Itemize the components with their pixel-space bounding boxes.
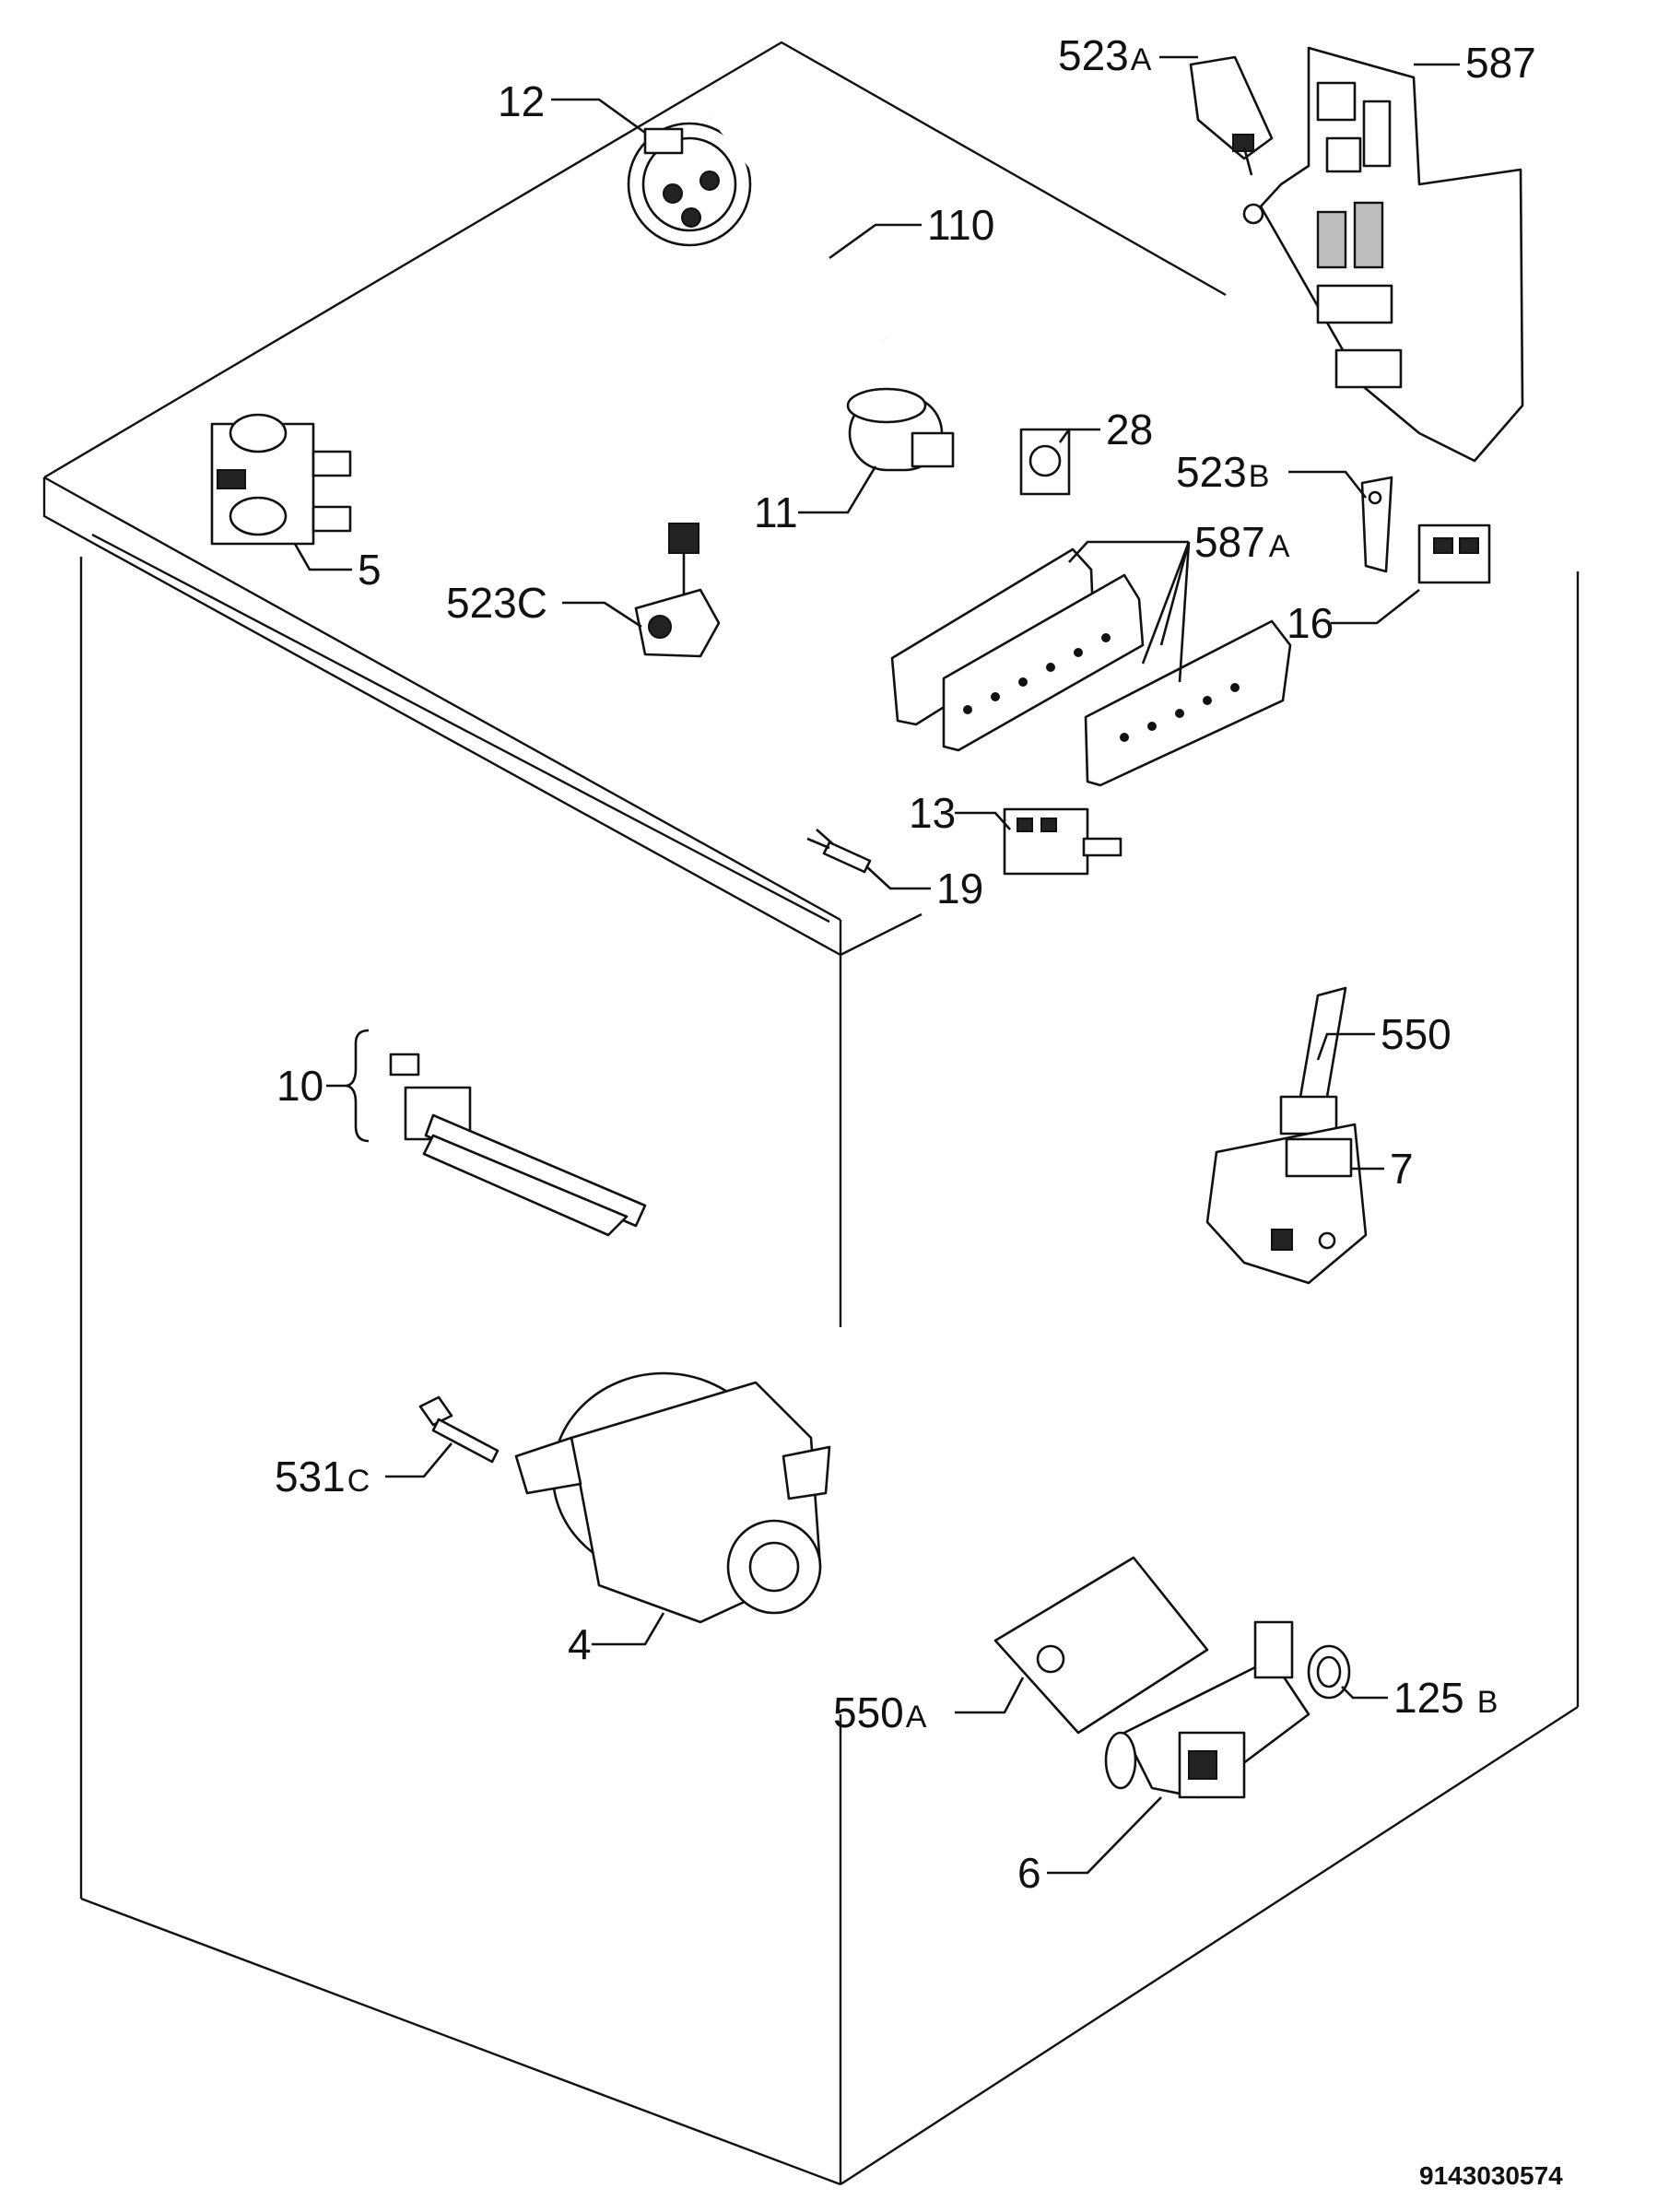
part-7-door-lock bbox=[1205, 1123, 1368, 1285]
callout-7: 7 bbox=[1390, 1145, 1414, 1193]
part-550a-pad bbox=[993, 1556, 1209, 1735]
callout-10: 10 bbox=[276, 1062, 323, 1110]
cabinet-outline bbox=[42, 41, 1580, 2186]
part-125b-seal bbox=[1307, 1644, 1351, 1700]
part-16-connector bbox=[1417, 524, 1491, 584]
part-550-door-lever bbox=[1279, 986, 1347, 1135]
part-5-inlet-valve bbox=[210, 413, 352, 546]
callout-28: 28 bbox=[1106, 406, 1153, 453]
part-12-pressure-switch bbox=[627, 122, 752, 247]
callout-110: 110 bbox=[927, 201, 994, 249]
part-523b-bracket bbox=[1360, 476, 1393, 573]
part-13-switch bbox=[1003, 807, 1122, 876]
leader-lines bbox=[293, 55, 1460, 1875]
callout-550: 550 bbox=[1381, 1010, 1452, 1058]
document-id: 9143030574 bbox=[1419, 2161, 1563, 2190]
callout-12: 12 bbox=[498, 77, 545, 125]
callout-531c: 531C bbox=[275, 1453, 370, 1500]
part-110-hose bbox=[709, 111, 887, 342]
part-6-drain-pump bbox=[1104, 1620, 1311, 1799]
callout-550a: 550A bbox=[833, 1688, 927, 1736]
callout-5: 5 bbox=[358, 546, 382, 594]
part-523c-sensor bbox=[634, 523, 721, 658]
callout-587: 587 bbox=[1465, 39, 1536, 87]
callout-13: 13 bbox=[909, 789, 956, 837]
callout-523b: 523B bbox=[1176, 448, 1269, 496]
callout-19: 19 bbox=[936, 865, 983, 912]
callout-16: 16 bbox=[1287, 599, 1334, 647]
callout-523c: 523C bbox=[446, 579, 547, 627]
callout-11: 11 bbox=[754, 488, 798, 536]
part-531c-screw bbox=[418, 1395, 500, 1464]
part-523a-clip bbox=[1189, 55, 1274, 176]
part-587a-control-boards bbox=[890, 547, 1292, 787]
part-10-heating-element bbox=[389, 1053, 647, 1237]
callout-523a: 523A bbox=[1058, 31, 1152, 79]
part-4-motor bbox=[514, 1371, 831, 1624]
callout-6: 6 bbox=[1017, 1849, 1041, 1897]
part-19-probe bbox=[806, 829, 872, 874]
callout-4: 4 bbox=[568, 1620, 592, 1668]
part-11-capacitor bbox=[846, 387, 955, 472]
part-587-electronic-module bbox=[1242, 46, 1524, 463]
